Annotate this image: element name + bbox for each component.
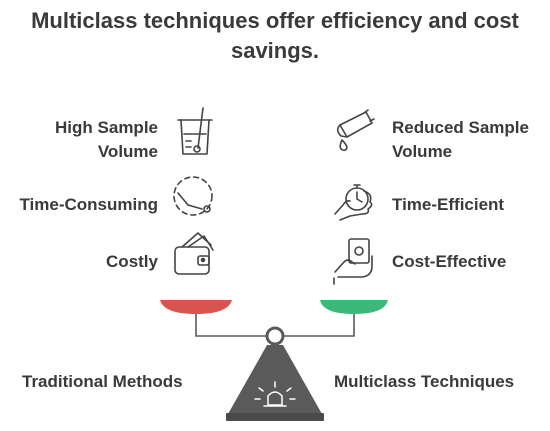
- left-item-label-costly: Costly: [106, 252, 158, 271]
- right-pan: [320, 300, 388, 314]
- test-tube-drop-icon: [336, 109, 375, 152]
- beaker-icon: [177, 107, 213, 155]
- wallet-icon: [174, 232, 214, 275]
- left-item-label-time-consuming: Time-Consuming: [19, 195, 158, 214]
- left-item-label-high-sample-volume: High Sample Volume: [55, 118, 158, 161]
- left-pan: [160, 300, 232, 314]
- hand-money-icon: [333, 238, 373, 285]
- traditional-methods-label: Traditional Methods: [22, 372, 183, 391]
- right-item-label-reduced-sample-volume: Reduced Sample Volume: [392, 118, 529, 161]
- scale-pivot: [265, 326, 285, 346]
- multiclass-techniques-label: Multiclass Techniques: [334, 372, 515, 391]
- right-item-label-cost-effective: Cost-Effective: [392, 252, 507, 271]
- scale-base: [226, 345, 324, 421]
- dashed-clock-icon: [173, 176, 213, 216]
- beacon-icon: [254, 381, 296, 407]
- right-item-label-time-efficient: Time-Efficient: [392, 195, 505, 214]
- page-title: Multiclass techniques offer efficiency a…: [31, 8, 519, 63]
- hand-stopwatch-icon: [334, 184, 373, 221]
